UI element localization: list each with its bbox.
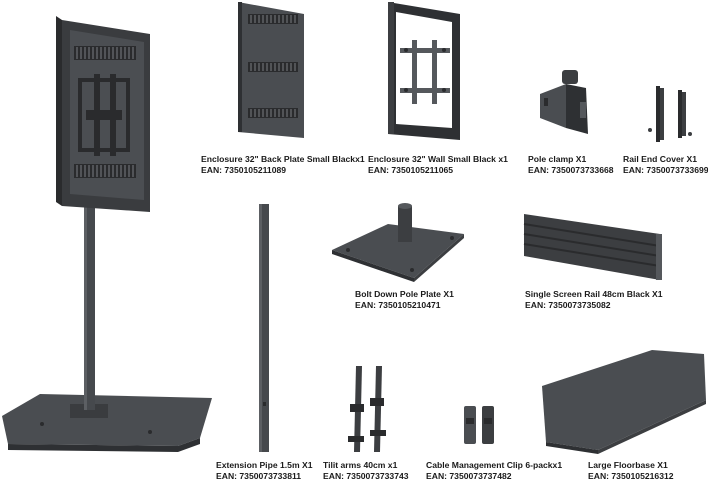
caption-rail-end-cover: Rail End Cover X1 EAN: 7350073733699 xyxy=(623,154,708,176)
item-name: Large Floorbase X1 xyxy=(588,460,668,470)
item-name: Single Screen Rail 48cm Black X1 xyxy=(525,289,663,299)
item-name: Rail End Cover X1 xyxy=(623,154,698,164)
item-name: Extension Pipe 1.5m X1 xyxy=(216,460,313,470)
item-name: Cable Management Clip 6-packx1 xyxy=(426,460,563,470)
assembled-floor-stand-image xyxy=(0,14,215,466)
item-ean: EAN: 7350105211065 xyxy=(368,165,454,175)
caption-pole-clamp: Pole clamp X1 EAN: 7350073733668 xyxy=(528,154,614,176)
item-ean: EAN: 7350073737482 xyxy=(426,471,512,481)
extension-pipe-image xyxy=(256,202,272,454)
caption-extension-pipe: Extension Pipe 1.5m X1 EAN: 735007373381… xyxy=(216,460,312,482)
caption-large-floorbase: Large Floorbase X1 EAN: 7350105216312 xyxy=(588,460,674,482)
single-screen-rail-image xyxy=(520,210,664,284)
back-plate-image xyxy=(236,0,308,142)
item-ean: EAN: 7350073735082 xyxy=(525,300,611,310)
cable-management-clip-image xyxy=(460,402,500,448)
tilt-arms-image xyxy=(346,364,392,456)
item-name: Bolt Down Pole Plate X1 xyxy=(355,289,454,299)
item-ean: EAN: 7350073733811 xyxy=(216,471,302,481)
item-ean: EAN: 7350073733743 xyxy=(323,471,409,481)
item-name: Tilit arms 40cm x1 xyxy=(323,460,398,470)
large-floorbase-image xyxy=(536,346,708,456)
caption-single-screen-rail: Single Screen Rail 48cm Black X1 EAN: 73… xyxy=(525,289,663,311)
rail-end-cover-image xyxy=(646,84,694,146)
item-ean: EAN: 7350105210471 xyxy=(355,300,441,310)
item-name: Enclosure 32" Back Plate Small Blackx1 xyxy=(201,154,365,164)
bolt-down-pole-plate-image xyxy=(328,200,468,284)
caption-back-plate: Enclosure 32" Back Plate Small Blackx1 E… xyxy=(201,154,365,176)
wall-enclosure-image xyxy=(386,0,464,144)
item-ean: EAN: 7350105211089 xyxy=(201,165,287,175)
pole-clamp-image xyxy=(536,68,596,142)
caption-wall-enclosure: Enclosure 32" Wall Small Black x1 EAN: 7… xyxy=(368,154,508,176)
caption-cable-management-clip: Cable Management Clip 6-packx1 EAN: 7350… xyxy=(426,460,562,482)
caption-bolt-down-pole-plate: Bolt Down Pole Plate X1 EAN: 73501052104… xyxy=(355,289,454,311)
caption-tilt-arms: Tilit arms 40cm x1 EAN: 7350073733743 xyxy=(323,460,409,482)
item-ean: EAN: 7350073733699 xyxy=(623,165,708,175)
item-name: Enclosure 32" Wall Small Black x1 xyxy=(368,154,508,164)
item-ean: EAN: 7350105216312 xyxy=(588,471,674,481)
item-name: Pole clamp X1 xyxy=(528,154,587,164)
item-ean: EAN: 7350073733668 xyxy=(528,165,614,175)
